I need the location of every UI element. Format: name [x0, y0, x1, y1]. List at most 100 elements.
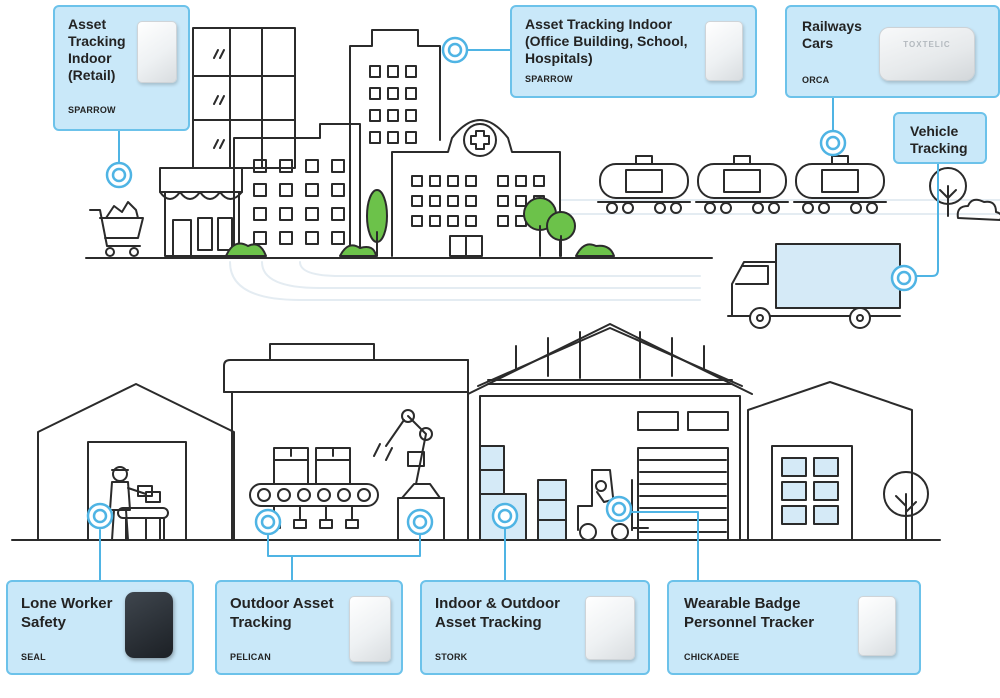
card-title: Railways Cars — [802, 18, 862, 51]
window — [515, 175, 527, 187]
device-code: ORCA — [802, 75, 830, 85]
location-pin-icon — [491, 502, 519, 530]
window — [253, 183, 267, 197]
card-title: Outdoor Asset Tracking — [230, 595, 334, 631]
railcar-wheel — [850, 202, 862, 214]
window — [405, 87, 417, 100]
sparrow-device-icon — [705, 21, 743, 81]
railcar-panel — [821, 169, 859, 193]
device-code: STORK — [435, 652, 468, 662]
stork-device-icon — [585, 596, 635, 660]
window — [387, 65, 399, 78]
chickadee-device-icon — [858, 596, 896, 656]
location-pin-icon — [890, 264, 918, 292]
location-pin-icon — [254, 508, 282, 536]
location-pin-icon — [86, 36, 918, 536]
window — [279, 231, 293, 245]
location-pin-icon — [605, 495, 633, 523]
card-retail-asset-tracking[interactable]: Asset Tracking Indoor (Retail) SPARROW — [53, 5, 190, 131]
window — [369, 87, 381, 100]
railcar-panel — [625, 169, 663, 193]
window — [447, 195, 459, 207]
window — [279, 183, 293, 197]
window — [253, 231, 267, 245]
railcar-wheel — [768, 202, 780, 214]
window — [331, 231, 345, 245]
window — [331, 207, 345, 221]
window — [387, 131, 399, 144]
card-title: Asset Tracking Indoor (Retail) — [68, 16, 126, 83]
railcar-hatch — [733, 155, 751, 165]
device-code: SEAL — [21, 652, 46, 662]
conveyor-roller — [337, 488, 351, 502]
tree-icon — [929, 167, 967, 217]
garage-icon — [37, 383, 235, 541]
railcar-wheel — [622, 202, 634, 214]
window — [387, 109, 399, 122]
window — [369, 109, 381, 122]
railcar-panel — [723, 169, 761, 193]
card-lone-worker-safety[interactable]: Lone Worker Safety SEAL — [6, 580, 194, 675]
railcar-hatch — [635, 155, 653, 165]
window — [405, 65, 417, 78]
card-title: Vehicle Tracking — [910, 123, 968, 156]
window — [405, 109, 417, 122]
orca-device-icon: TOXTELIC — [879, 27, 975, 81]
device-code: SPARROW — [68, 105, 116, 115]
tree-trunks — [376, 225, 562, 257]
railcar-wheel — [606, 202, 618, 214]
retail-store-icon — [159, 167, 243, 257]
device-code: CHICKADEE — [684, 652, 740, 662]
window — [369, 131, 381, 144]
railcar-wheel — [866, 202, 878, 214]
connector-lines — [99, 49, 939, 581]
device-code: PELICAN — [230, 652, 271, 662]
window — [447, 215, 459, 227]
window — [405, 131, 417, 144]
window — [305, 207, 319, 221]
window — [411, 195, 423, 207]
card-outdoor-asset-tracking[interactable]: Outdoor Asset Tracking PELICAN — [215, 580, 403, 675]
sparrow-device-icon — [137, 21, 177, 83]
card-title: Indoor & Outdoor Asset Tracking — [435, 595, 560, 631]
window — [515, 195, 527, 207]
railcar-wheel — [670, 202, 682, 214]
conveyor-roller — [297, 488, 311, 502]
window — [429, 215, 441, 227]
worker-icon — [109, 466, 161, 541]
railcar-wheel — [752, 202, 764, 214]
window — [331, 183, 345, 197]
window — [465, 215, 477, 227]
crate-lines — [479, 469, 567, 521]
window — [497, 175, 509, 187]
card-wearable-badge[interactable]: Wearable Badge Personnel Tracker CHICKAD… — [667, 580, 921, 675]
conveyor-roller — [257, 488, 271, 502]
railcar-tank — [795, 163, 885, 199]
card-railways-cars[interactable]: Railways Cars TOXTELIC ORCA — [785, 5, 1000, 98]
card-office-asset-tracking[interactable]: Asset Tracking Indoor (Office Building, … — [510, 5, 757, 98]
card-title: Lone Worker Safety — [21, 595, 113, 631]
hospital-icon — [391, 119, 561, 257]
railcar-wheel — [704, 202, 716, 214]
shopping-cart-icon — [89, 201, 144, 257]
railcar-wheel — [654, 202, 666, 214]
delivery-truck-icon — [727, 243, 901, 329]
conveyor-icon — [117, 507, 169, 541]
card-indoor-outdoor-asset-tracking[interactable]: Indoor & Outdoor Asset Tracking STORK — [420, 580, 650, 675]
card-title: Wearable Badge Personnel Tracker — [684, 595, 815, 631]
location-pin-icon — [105, 161, 133, 189]
window — [429, 175, 441, 187]
window — [533, 175, 545, 187]
location-pin-icon — [819, 129, 847, 157]
storage-shed-icon — [747, 381, 913, 541]
window — [253, 159, 267, 173]
device-code: SPARROW — [525, 74, 573, 84]
seal-device-icon — [125, 592, 173, 658]
railcar-wheel — [802, 202, 814, 214]
tanker-railcar-icon — [597, 155, 887, 214]
window — [497, 215, 509, 227]
card-vehicle-tracking[interactable]: Vehicle Tracking — [893, 112, 987, 164]
window — [465, 175, 477, 187]
